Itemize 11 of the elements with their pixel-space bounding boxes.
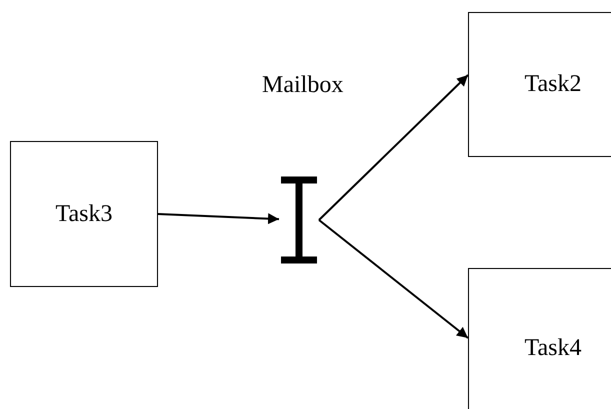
node-label: Task3 [56,200,112,228]
task-box [468,12,611,157]
task-box [468,268,611,409]
mailbox-symbol [279,176,319,264]
node-label: Task2 [524,71,582,98]
arrow [158,213,280,224]
task-box [10,141,158,287]
arrow [318,74,469,221]
arrow [318,219,469,339]
mailbox-label: Mailbox [262,72,344,99]
node-label: Task4 [524,334,582,362]
